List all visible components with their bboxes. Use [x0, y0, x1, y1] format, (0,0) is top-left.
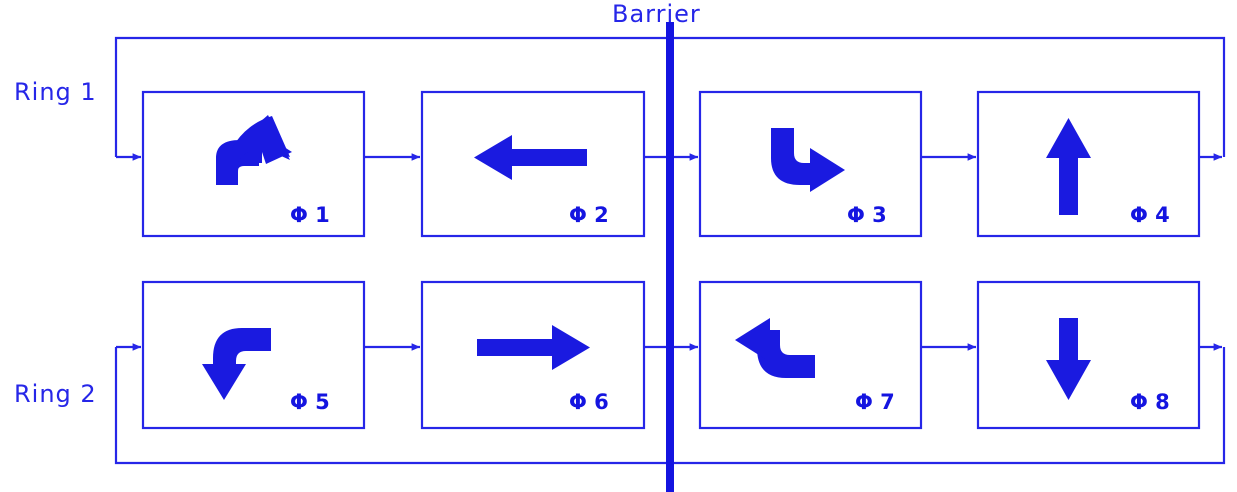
phase-box-5[interactable] — [141, 280, 366, 430]
arrow-right-icon — [477, 325, 590, 370]
ring2-label: Ring 2 — [14, 380, 97, 408]
phase-box-1[interactable] — [141, 90, 366, 238]
curved-arrow-down-icon — [202, 328, 271, 400]
barrier-label: Barrier — [612, 0, 701, 28]
phase-label-1: Φ 1 — [290, 203, 330, 227]
curved-arrow-right-icon — [771, 128, 845, 192]
phase-box-4[interactable] — [976, 90, 1201, 238]
arrow-down-icon — [1046, 318, 1091, 400]
phase-label-3: Φ 3 — [847, 203, 887, 227]
phase-box-7[interactable] — [698, 280, 923, 430]
phase-label-7: Φ 7 — [855, 390, 895, 414]
phase-label-5: Φ 5 — [290, 390, 330, 414]
arrow-up-icon — [1046, 118, 1091, 215]
curved-arrow-left-icon — [735, 318, 815, 378]
phase-label-4: Φ 4 — [1130, 203, 1170, 227]
phase-label-2: Φ 2 — [569, 203, 609, 227]
arrow-left-icon — [474, 135, 587, 180]
phase-box-3[interactable] — [698, 90, 923, 238]
curved-arrow-up-icon — [216, 115, 292, 185]
phase-label-8: Φ 8 — [1130, 390, 1170, 414]
phase-box-8[interactable] — [976, 280, 1201, 430]
phase-box-2[interactable] — [420, 90, 646, 238]
phase-label-6: Φ 6 — [569, 390, 609, 414]
phase-box-6[interactable] — [420, 280, 646, 430]
ring1-label: Ring 1 — [14, 78, 97, 106]
